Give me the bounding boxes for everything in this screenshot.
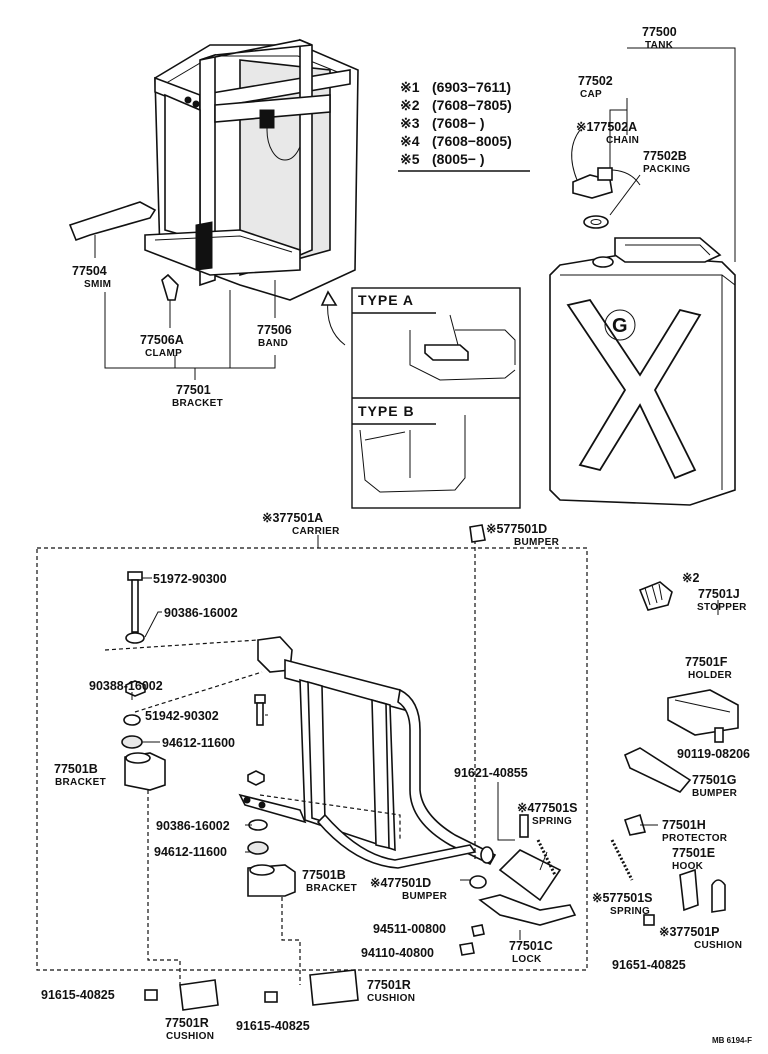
note-3-range: (7608− ): [432, 115, 485, 131]
bracket-assembly-drawing: [144, 38, 359, 301]
direction-arrow: [327, 299, 346, 346]
bolt-91615-left-number: 91615-40825: [41, 988, 115, 1002]
spring-5-name: SPRING: [610, 906, 650, 917]
chain-name: CHAIN: [606, 135, 639, 146]
band-name: BAND: [258, 338, 288, 349]
hook-number: 77501E: [672, 846, 715, 860]
carrier-number: ※377501A: [262, 511, 323, 525]
smim-part: [68, 201, 157, 242]
note-5-range: (8005− ): [432, 151, 485, 167]
bumper-g-name: BUMPER: [692, 788, 738, 799]
cushion-drawing: [144, 969, 359, 1011]
type-a-label: TYPE A: [358, 292, 414, 308]
bumper-d-low-number: ※477501D: [370, 876, 431, 890]
packing-name: PACKING: [643, 164, 690, 175]
carrier-boundary: [36, 547, 588, 971]
type-b-label: TYPE B: [358, 403, 415, 419]
carrier-name: CARRIER: [292, 526, 340, 537]
note-5-mark: ※5: [400, 151, 420, 167]
washer-94612-b-number: 94612-11600: [154, 845, 227, 859]
clamp-name: CLAMP: [145, 348, 182, 359]
drawing-reference: MB 6194-F: [712, 1036, 752, 1045]
hook-name: HOOK: [672, 861, 704, 872]
lock-name: LOCK: [512, 954, 542, 965]
bracket-b-mid-name: BRACKET: [306, 883, 357, 894]
packing-number: 77502B: [643, 149, 687, 163]
spring-5-number: ※577501S: [592, 891, 653, 905]
bolt-91615-mid-number: 91615-40825: [236, 1019, 310, 1033]
nut-90388-number: 90388-16002: [89, 679, 163, 693]
mid-hardware-drawing: [247, 770, 296, 897]
carrier-frame-drawing: [238, 636, 497, 869]
note-4-range: (7608−8005): [432, 133, 512, 149]
cap-number: 77502: [578, 74, 613, 88]
lock-number: 77501C: [509, 939, 553, 953]
clamp-number: 77506A: [140, 333, 184, 347]
note-2-mark: ※2: [400, 97, 420, 113]
applicability-notes: ※1 (6903−7611) ※2 (7608−7805) ※3 (7608− …: [398, 79, 530, 172]
washer-94612-a-number: 94612-11600: [162, 736, 235, 750]
bracket-b-left-number: 77501B: [54, 762, 98, 776]
bumper-d-top-name: BUMPER: [514, 537, 560, 548]
nut-94110-number: 94110-40800: [361, 946, 434, 960]
right-parts-drawing: [610, 581, 739, 926]
bolt-51942-number: 51942-90302: [145, 709, 219, 723]
stopper-number: 77501J: [698, 587, 740, 601]
cushion-r-right-number: 77501R: [367, 978, 411, 992]
type-detail-box: [351, 287, 521, 509]
bracket-b-left-name: BRACKET: [55, 777, 106, 788]
band-number: 77506: [257, 323, 292, 337]
note-4-mark: ※4: [400, 133, 420, 149]
note-3-mark: ※3: [400, 115, 420, 131]
bumper-d-top-number: ※577501D: [486, 522, 547, 536]
cushion-p-name: CUSHION: [694, 940, 742, 951]
protector-name: PROTECTOR: [662, 833, 728, 844]
bracket-number: 77501: [176, 383, 211, 397]
tank-drawing: G: [549, 237, 736, 506]
washer-90386-a-number: 90386-16002: [164, 606, 238, 620]
bumper-d-low-name: BUMPER: [402, 891, 448, 902]
holder-name: HOLDER: [688, 670, 732, 681]
smim-number: 77504: [72, 264, 107, 278]
lock-drawing: [459, 524, 577, 956]
cap-chain-drawing: [571, 129, 641, 229]
bracket-name: BRACKET: [172, 398, 223, 409]
stopper-name: STOPPER: [697, 602, 747, 613]
bolt-51972-number: 51972-90300: [153, 572, 227, 586]
tank-name: TANK: [645, 40, 674, 51]
bolt-91621-number: 91621-40855: [454, 766, 528, 780]
chain-number: ※177502A: [576, 120, 637, 134]
spring-4-name: SPRING: [532, 816, 572, 827]
bolt-91651-number: 91651-40825: [612, 958, 686, 972]
smim-name: SMIM: [84, 279, 111, 290]
washer-90386-b-number: 90386-16002: [156, 819, 230, 833]
note-1-mark: ※1: [400, 79, 420, 95]
cushion-r-left-number: 77501R: [165, 1016, 209, 1030]
note-2-range: (7608−7805): [432, 97, 512, 113]
cap-name: CAP: [580, 89, 602, 100]
tank-number: 77500: [642, 25, 677, 39]
bumper-g-number: 77501G: [692, 773, 736, 787]
holder-number: 77501F: [685, 655, 728, 669]
clamp-part: [161, 273, 179, 301]
bracket-b-mid-number: 77501B: [302, 868, 346, 882]
note-1-range: (6903−7611): [432, 79, 511, 95]
protector-number: 77501H: [662, 818, 706, 832]
stopper-mark: ※2: [682, 571, 699, 585]
cushion-r-left-name: CUSHION: [166, 1031, 214, 1042]
cushion-r-right-name: CUSHION: [367, 993, 415, 1004]
bolt-90119-number: 90119-08206: [677, 747, 750, 761]
bolt-stack-drawing: [121, 571, 266, 791]
cushion-p-number: ※377501P: [659, 925, 720, 939]
nut-94511-number: 94511-00800: [373, 922, 446, 936]
spring-4-number: ※477501S: [517, 801, 578, 815]
tank-emblem: G: [612, 315, 628, 337]
